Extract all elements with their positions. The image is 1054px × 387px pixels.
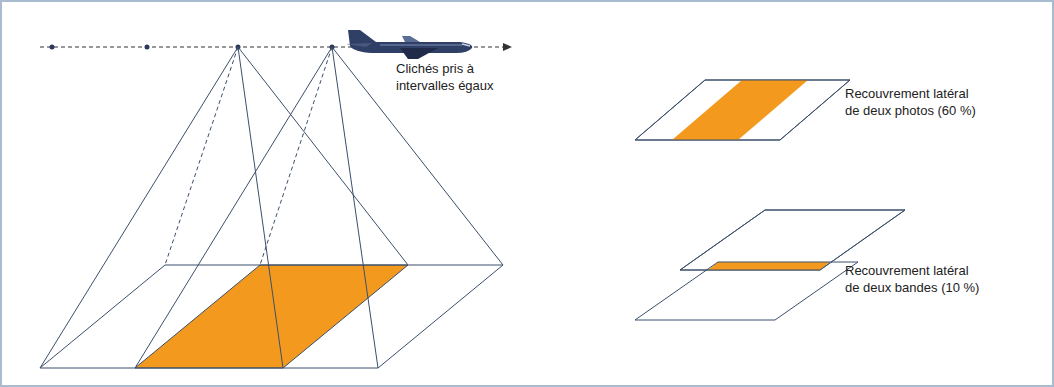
flight-arrow [503, 43, 512, 51]
overlap-caption: Recouvrement latéral de deux photos (60 … [845, 85, 983, 119]
strip-outline [635, 262, 858, 320]
exposure-note: Clichés pris à intervalles égaux [396, 60, 508, 94]
exposure-points [50, 45, 335, 50]
photo-outline [635, 80, 850, 140]
strip-overlap [708, 262, 830, 270]
airplane [346, 30, 472, 59]
overlap-area [135, 265, 408, 368]
strip-outline [680, 210, 905, 270]
photo-overlap [672, 80, 808, 140]
overlap-caption: Recouvrement latéral de deux bandes (10 … [845, 262, 983, 296]
camera-footprint [40, 47, 408, 368]
camera-footprint [135, 47, 503, 368]
